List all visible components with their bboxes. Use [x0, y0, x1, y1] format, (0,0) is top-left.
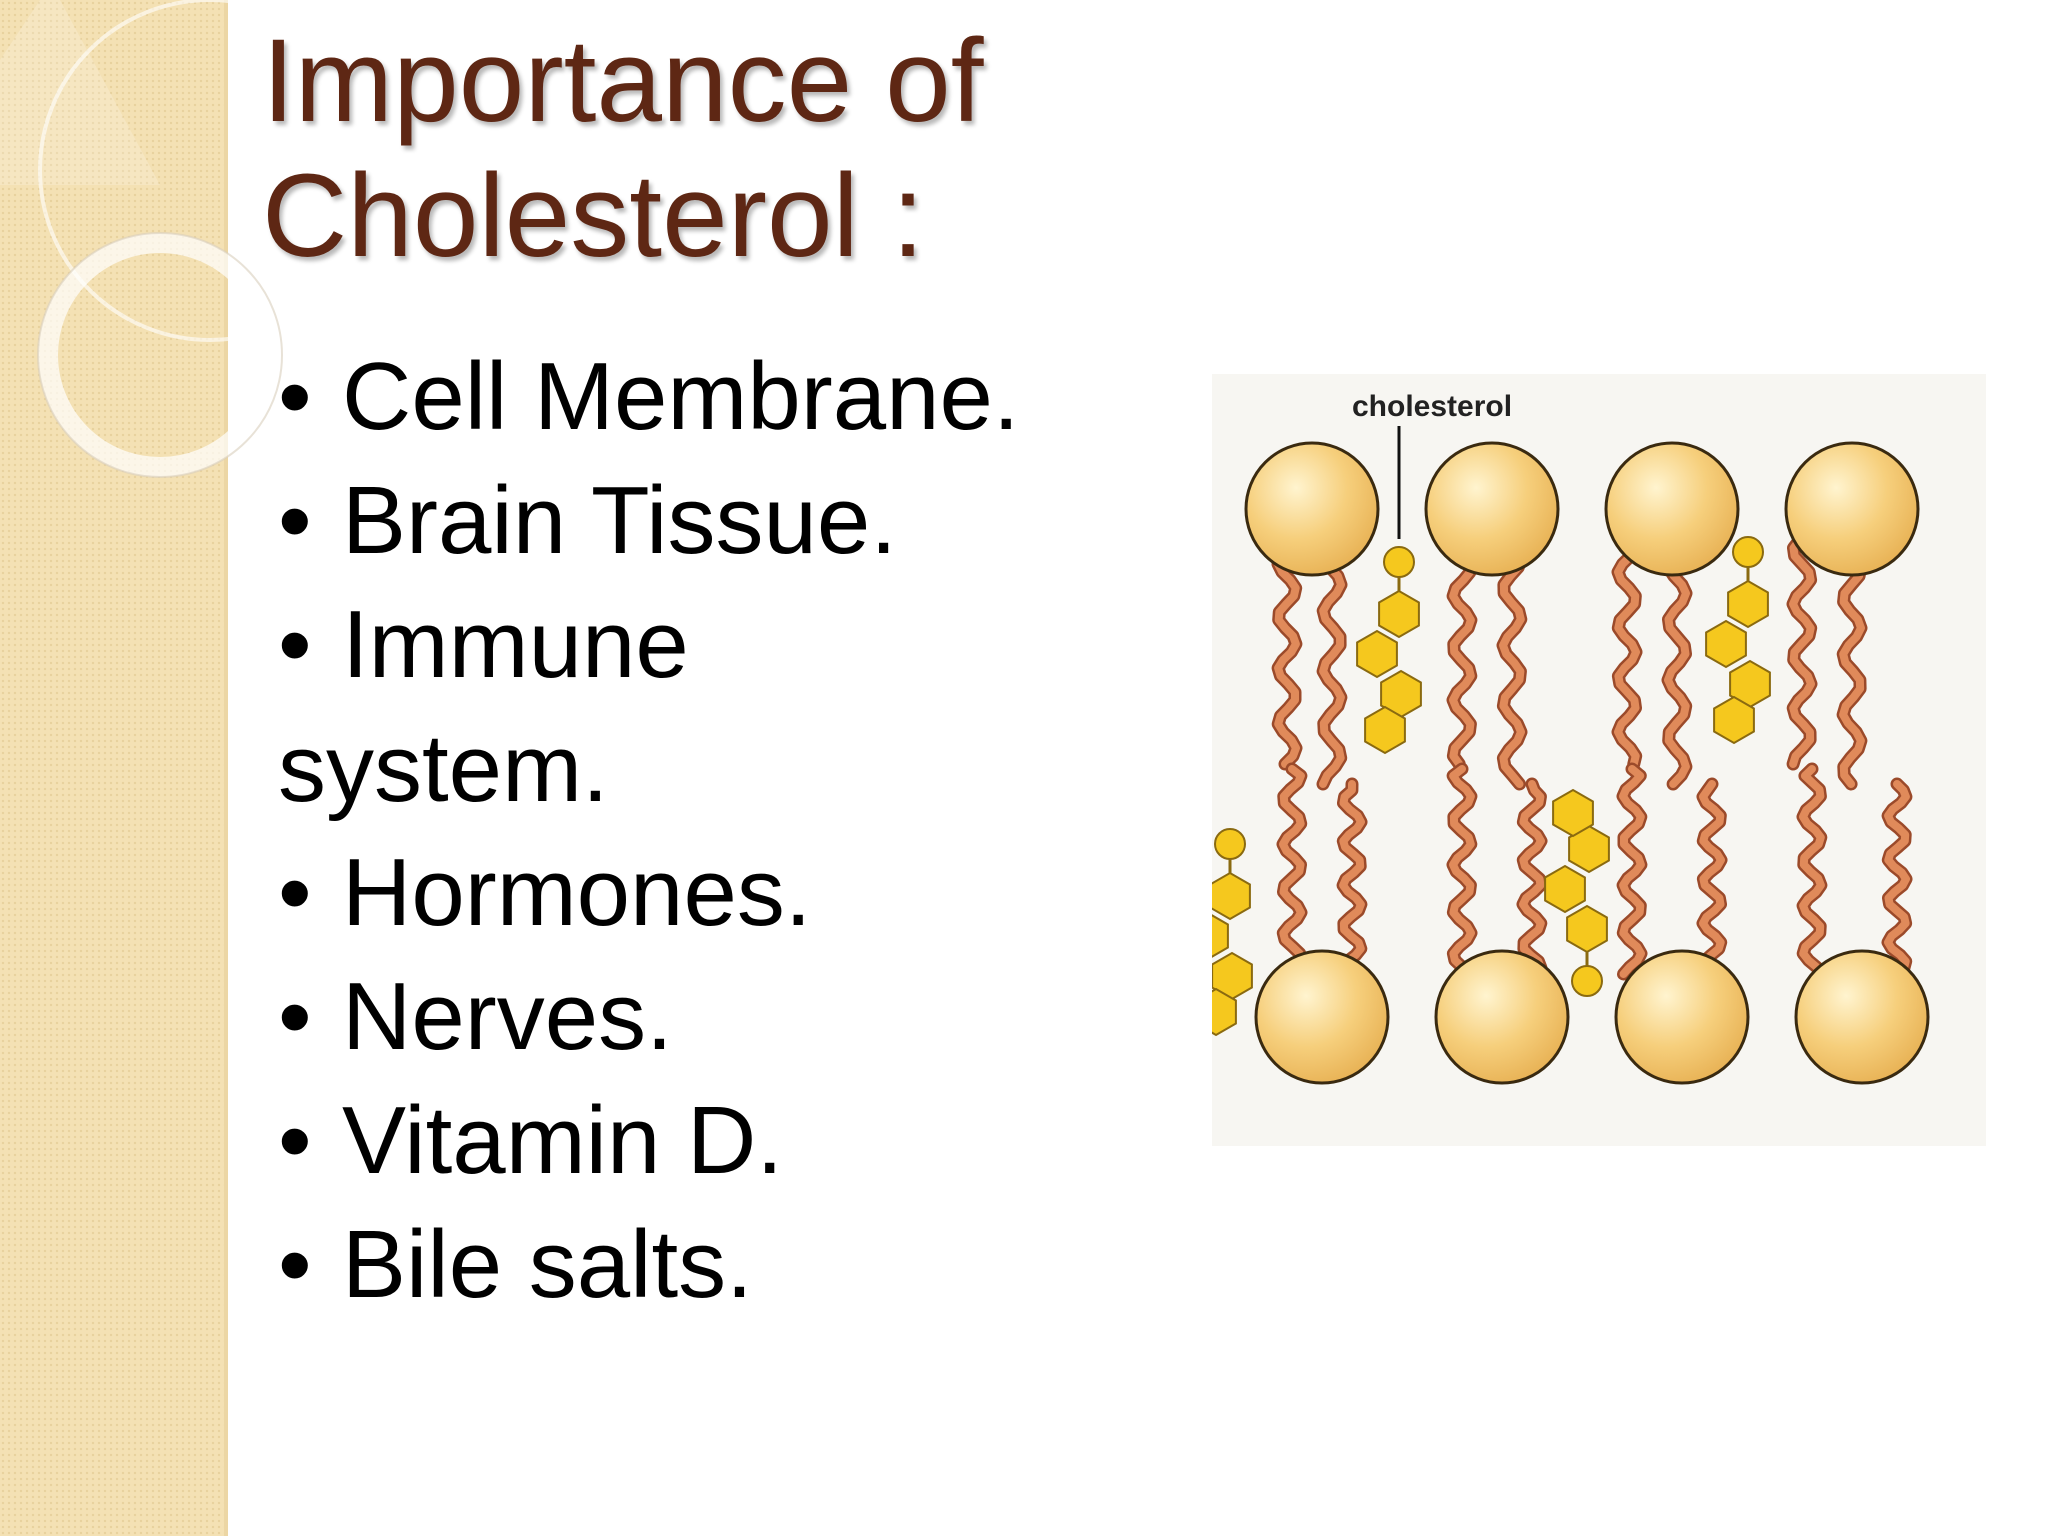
cholesterol-ring: [1705, 619, 1747, 669]
bullet-symbol: •: [278, 1211, 312, 1318]
lipid-tail: [1449, 765, 1475, 978]
list-item-cell-membrane: • Cell Membrane.: [278, 335, 1178, 459]
lipid-tail: [1619, 765, 1645, 978]
list-item-text: Bile salts.: [342, 1211, 753, 1318]
lipid-tail: [1279, 765, 1305, 978]
list-item-hormones: • Hormones.: [278, 831, 1178, 955]
lipid-tail: [1519, 780, 1545, 978]
cholesterol-ring: [1356, 629, 1398, 679]
cholesterol-hydroxyl: [1214, 828, 1246, 860]
list-item-bile-salts: • Bile salts.: [278, 1203, 1178, 1327]
list-item-vitamin-d: • Vitamin D.: [278, 1079, 1178, 1203]
cholesterol-ring: [1713, 695, 1755, 745]
bullet-symbol: •: [278, 1087, 312, 1194]
list-item-text: Nerves.: [342, 963, 673, 1070]
cholesterol-hydroxyl: [1732, 536, 1764, 568]
cholesterol-label: cholesterol: [1352, 390, 1512, 423]
cholesterol-ring: [1212, 914, 1229, 958]
cholesterol-membrane-diagram: cholesterol: [1212, 374, 1986, 1146]
phospholipid-head: [1794, 949, 1930, 1085]
phospholipid-head: [1614, 949, 1750, 1085]
lipid-tail: [1789, 520, 1815, 768]
cholesterol-hydroxyl: [1383, 546, 1415, 578]
phospholipid-heads: [1244, 441, 1930, 1085]
cholesterol-ring: [1378, 589, 1420, 639]
title-line-1: Importance of: [262, 15, 984, 147]
list-item-text: Brain Tissue.: [342, 467, 897, 574]
list-item-text: Immune: [342, 591, 689, 698]
cholesterol-molecules: [1212, 536, 1771, 1037]
lipid-tail: [1799, 765, 1825, 978]
cholesterol-ring: [1552, 788, 1594, 838]
list-item-brain-tissue: • Brain Tissue.: [278, 459, 1178, 583]
bullet-symbol: •: [278, 591, 312, 698]
phospholipid-head: [1244, 441, 1380, 577]
cholesterol-ring: [1364, 705, 1406, 755]
cholesterol-ring: [1568, 824, 1610, 874]
lipid-tail: [1699, 780, 1725, 978]
phospholipid-head: [1254, 949, 1390, 1085]
phospholipid-head: [1604, 441, 1740, 577]
importance-list: • Cell Membrane. • Brain Tissue. • Immune sy…: [278, 335, 1178, 1327]
decorative-rings: [0, 0, 300, 478]
sidebar-edge: [224, 0, 228, 1536]
bullet-symbol: •: [278, 343, 312, 450]
phospholipid-head: [1434, 949, 1570, 1085]
title-line-2: Cholesterol :: [262, 150, 925, 282]
list-item-immune-system: • Immune system.: [278, 583, 1178, 831]
cholesterol-hydroxyl: [1571, 965, 1603, 997]
phospholipid-head: [1784, 441, 1920, 577]
lipid-tail: [1614, 520, 1640, 768]
bullet-symbol: •: [278, 963, 312, 1070]
bullet-symbol: •: [278, 467, 312, 574]
list-item-text: Vitamin D.: [342, 1087, 784, 1194]
cholesterol-ring: [1544, 864, 1586, 914]
phospholipid-head: [1424, 441, 1560, 577]
list-item-text: Cell Membrane.: [342, 343, 1020, 450]
cholesterol-ring: [1727, 579, 1769, 629]
list-item-text-continued: system.: [278, 715, 609, 822]
slide-title: Importance of Cholesterol :: [262, 14, 983, 284]
lipid-tail: [1339, 780, 1365, 978]
cholesterol-ring: [1566, 904, 1608, 954]
list-item-nerves: • Nerves.: [278, 955, 1178, 1079]
list-item-text: Hormones.: [342, 839, 812, 946]
cholesterol-ring: [1212, 987, 1237, 1037]
cholesterol-ring: [1212, 871, 1251, 921]
bullet-symbol: •: [278, 839, 312, 946]
lipid-tail: [1884, 780, 1910, 978]
